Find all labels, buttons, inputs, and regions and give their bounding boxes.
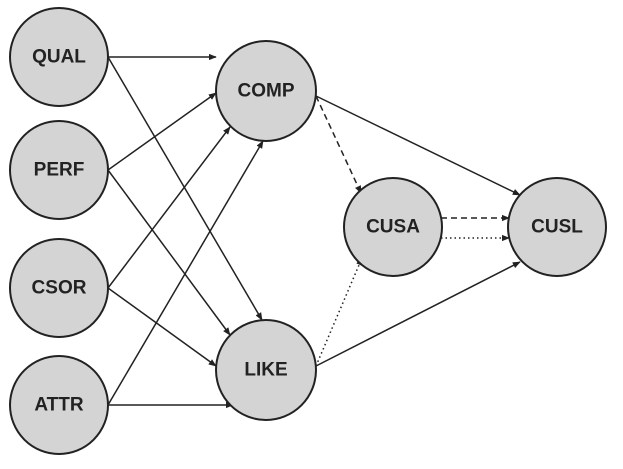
edge-csor-comp (107, 126, 231, 289)
node-cusl-circle (507, 177, 607, 277)
node-perf-label: PERF (34, 160, 85, 181)
edge-perf-like (107, 169, 231, 336)
node-comp: COMP (215, 40, 317, 142)
node-qual: QUAL (9, 7, 109, 107)
node-perf: PERF (9, 120, 109, 220)
node-qual-circle (9, 7, 109, 107)
node-comp-label: COMP (238, 81, 295, 102)
nodes: QUAL PERF CSOR ATTR COMP LIKE CUSA CUSL (9, 7, 607, 455)
node-like: LIKE (215, 319, 317, 421)
node-cusl-label: CUSL (531, 217, 583, 238)
edge-like-cusa (315, 257, 363, 367)
edge-csor-like (107, 287, 217, 367)
node-cusa-label: CUSA (366, 217, 420, 238)
node-cusa-circle (343, 177, 443, 277)
edges (107, 53, 521, 409)
node-attr-label: ATTR (34, 395, 84, 416)
node-cusl: CUSL (507, 177, 607, 277)
node-csor-label: CSOR (32, 278, 87, 299)
node-qual-label: QUAL (32, 47, 86, 68)
edge-comp-cusa (315, 95, 362, 194)
node-perf-circle (9, 120, 109, 220)
node-attr: ATTR (9, 355, 109, 455)
edge-perf-comp (107, 92, 217, 171)
node-like-circle (215, 319, 317, 421)
node-attr-circle (9, 355, 109, 455)
node-like-label: LIKE (244, 360, 287, 381)
node-comp-circle (215, 40, 317, 142)
edge-comp-cusl (315, 95, 521, 196)
node-cusa: CUSA (343, 177, 443, 277)
edge-attr-comp (107, 140, 264, 406)
edge-qual-like (107, 56, 263, 321)
node-csor: CSOR (9, 238, 109, 338)
edge-like-cusl (315, 261, 521, 367)
node-csor-circle (9, 238, 109, 338)
